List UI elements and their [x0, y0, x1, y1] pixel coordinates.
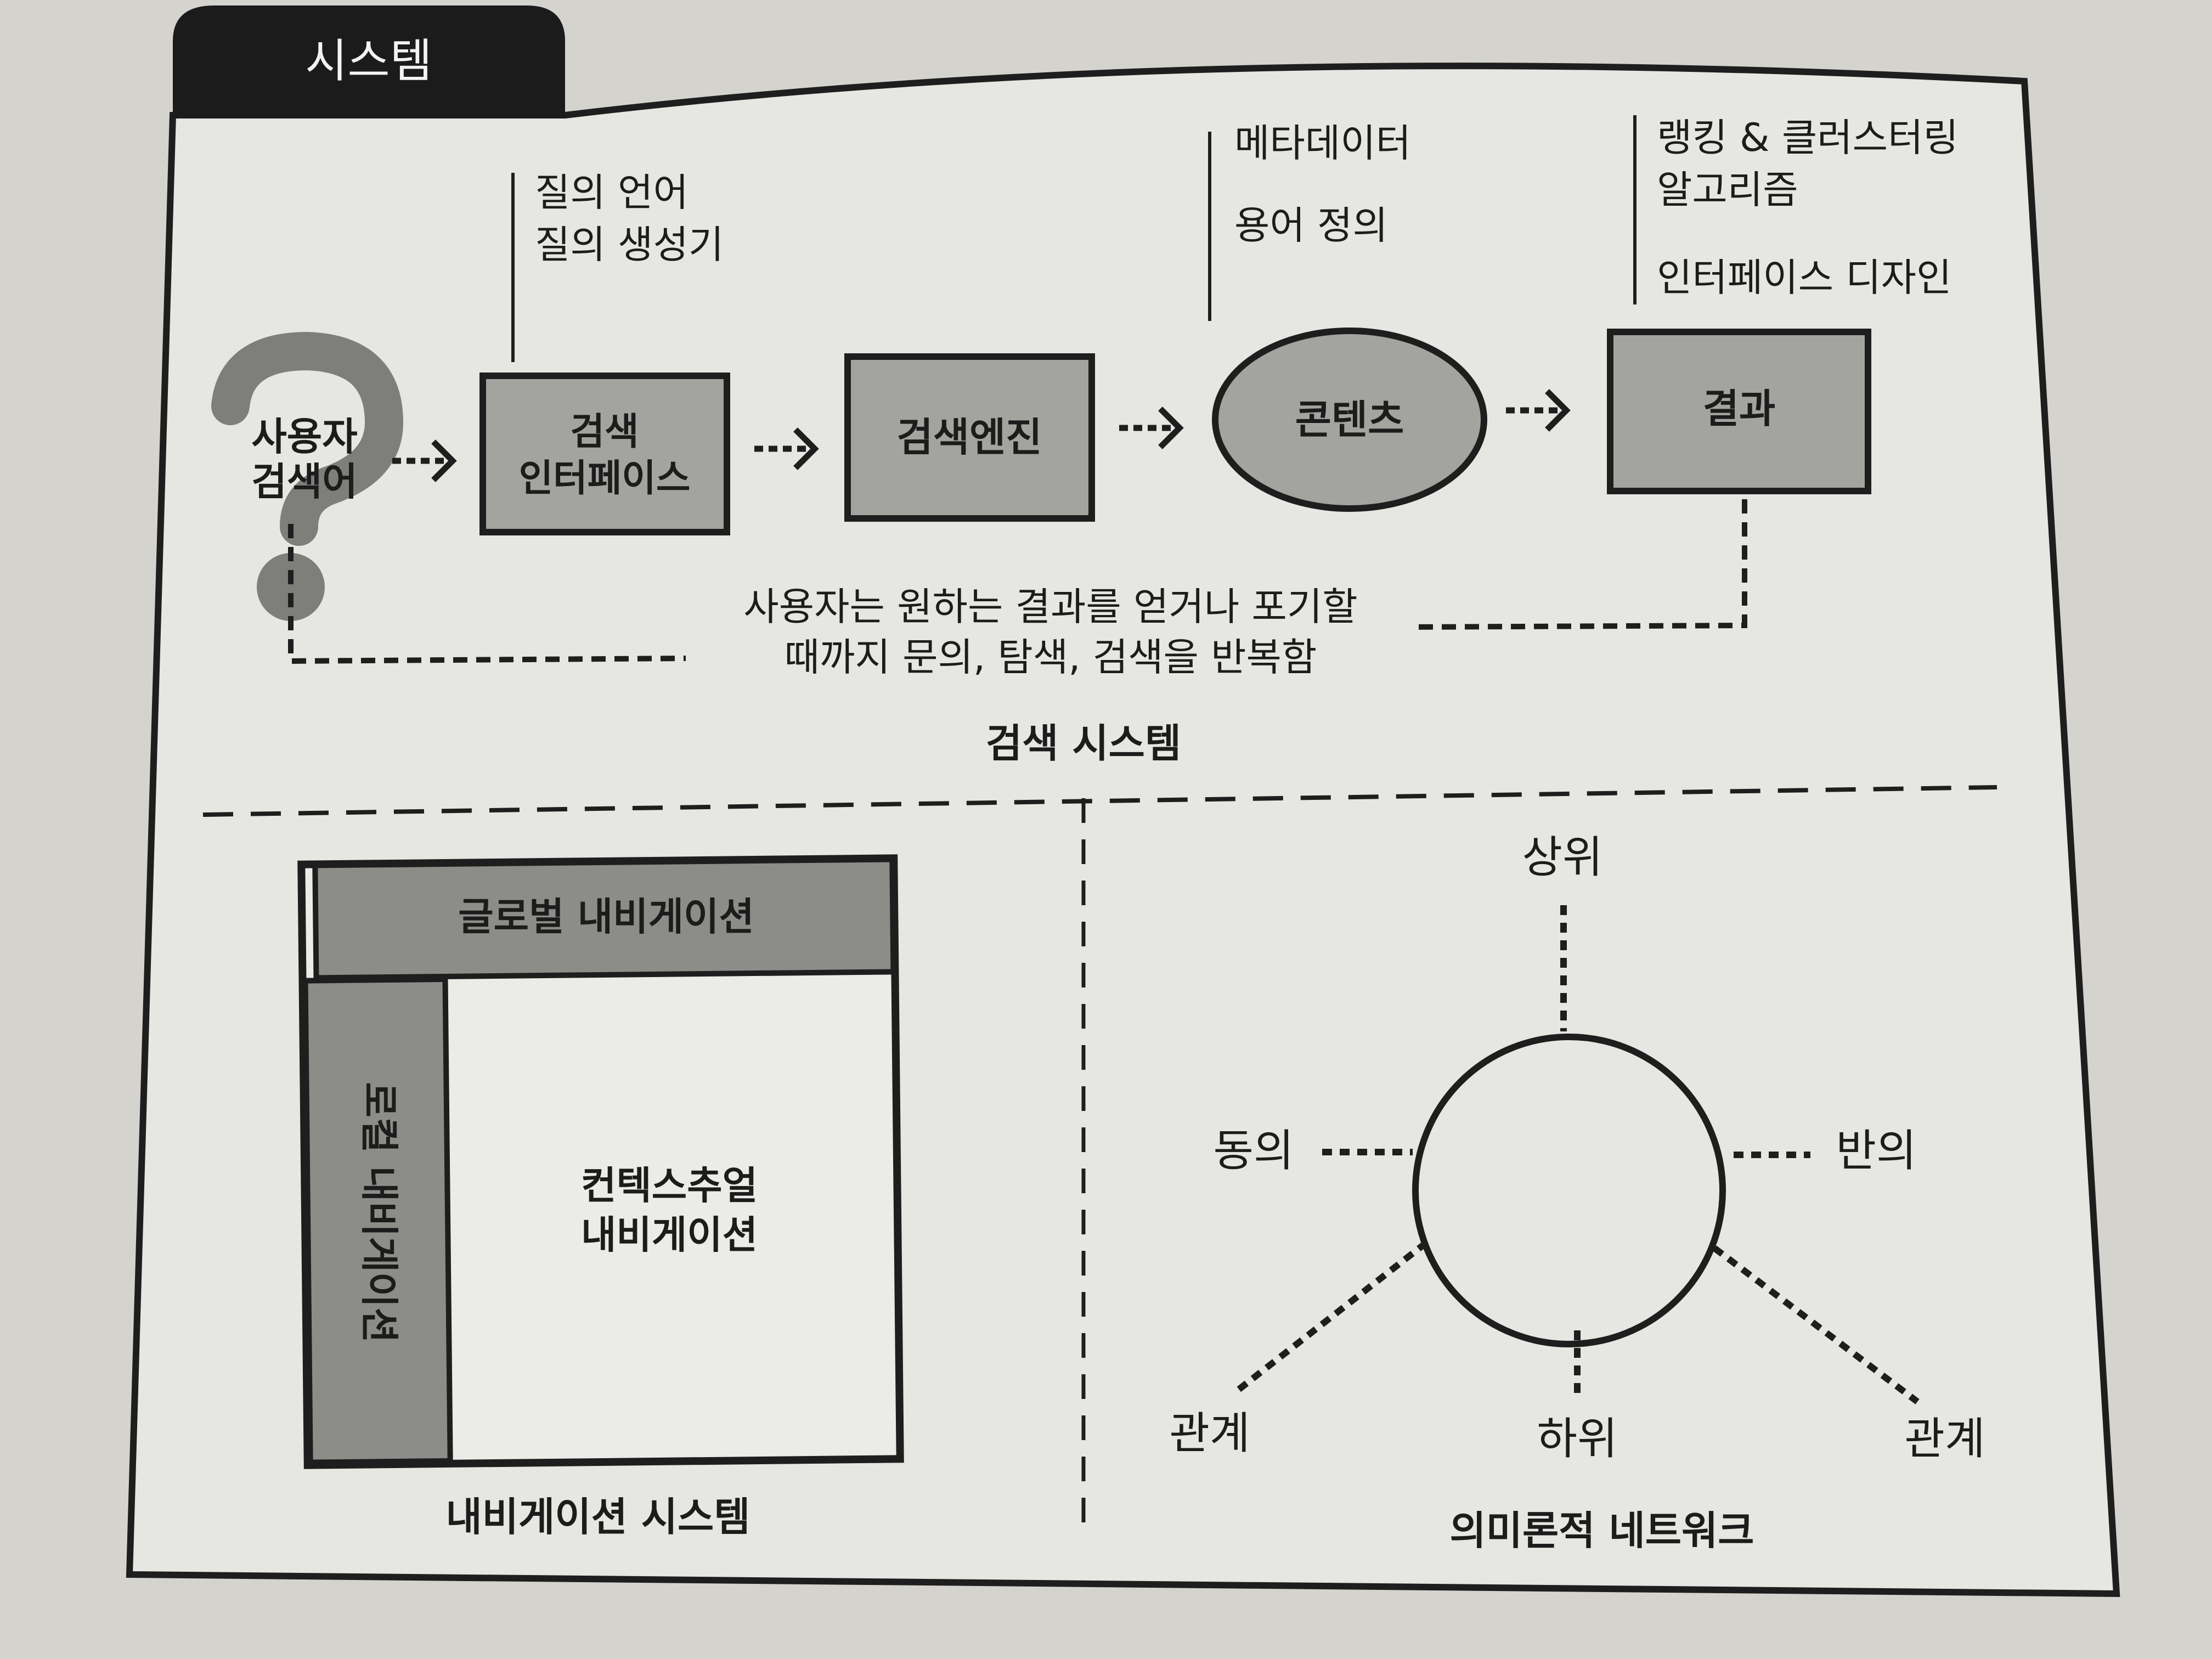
- related-term-right-label: 관계: [1904, 1413, 1985, 1464]
- navigation-layout: [297, 854, 904, 1469]
- algorithm-label: 알고리즘: [1657, 167, 1798, 212]
- arrow-4: [1506, 389, 1571, 432]
- query-generator-label: 질의 생성기: [535, 222, 724, 267]
- search-system-caption: 검색 시스템: [986, 720, 1181, 766]
- feedback-loop-left: [288, 524, 686, 664]
- search-interface-line2: 인터페이스: [519, 457, 691, 500]
- system-tab-title: 시스템: [305, 34, 432, 88]
- semantic-links: [1235, 905, 1920, 1404]
- broader-term-label: 상위: [1522, 832, 1602, 883]
- narrower-term-label: 하위: [1537, 1413, 1617, 1464]
- semantic-node-circle: [1412, 1034, 1726, 1347]
- feedback-loop-text-line1: 사용자는 원하는 결과를 얻거나 포기할: [743, 584, 1357, 629]
- system-tab: [173, 5, 565, 118]
- search-interface-line1: 검색: [570, 410, 639, 454]
- query-language-label: 질의 언어: [535, 170, 689, 215]
- local-navigation-label: 로컬 내비게이션: [357, 1082, 402, 1342]
- arrow-1: [392, 439, 457, 482]
- arrow-3: [1119, 407, 1184, 449]
- contextual-navigation-line1: 컨텍스추얼: [581, 1163, 758, 1208]
- search-engine-box: [844, 353, 1095, 522]
- content-ellipse: [1212, 328, 1487, 512]
- link-bottom-right: [1712, 1245, 1920, 1404]
- navigation-system-caption: 내비게이션 시스템: [446, 1494, 751, 1540]
- feedback-loop-text-line2: 때까지 문의, 탐색, 검색을 반복함: [785, 635, 1317, 680]
- semantic-network-caption: 의미론적 네트워크: [1450, 1508, 1754, 1554]
- arrow-2: [754, 427, 819, 470]
- results-box: [1607, 329, 1871, 494]
- synonym-label: 동의: [1213, 1125, 1294, 1176]
- global-navigation-label: 글로벌 내비게이션: [458, 894, 754, 939]
- question-mark-icon: [211, 331, 404, 621]
- user-terms-line1: 사용자: [251, 414, 357, 459]
- user-terms-line2: 검색어: [251, 459, 357, 504]
- horizontal-section-divider: [202, 785, 1997, 817]
- metadata-label: 메타데이터: [1234, 121, 1411, 166]
- ranking-clustering-label: 랭킹 & 클러스터링: [1657, 115, 1959, 160]
- results-label: 결과: [1703, 386, 1775, 432]
- search-interface-box: [479, 373, 730, 535]
- related-term-left-label: 관계: [1169, 1408, 1250, 1459]
- feedback-loop-right: [1409, 499, 1747, 630]
- antonym-label: 반의: [1836, 1125, 1916, 1176]
- interface-design-label: 인터페이스 디자인: [1657, 255, 1951, 300]
- global-navigation-bar: [312, 856, 896, 981]
- search-engine-label: 검색엔진: [897, 414, 1042, 460]
- contextual-navigation-line2: 내비게이션: [581, 1212, 758, 1257]
- link-bottom-left: [1235, 1240, 1429, 1393]
- local-navigation-bar: [302, 976, 453, 1465]
- content-label: 콘텐츠: [1295, 397, 1404, 443]
- term-definition-label: 용어 정의: [1234, 203, 1388, 248]
